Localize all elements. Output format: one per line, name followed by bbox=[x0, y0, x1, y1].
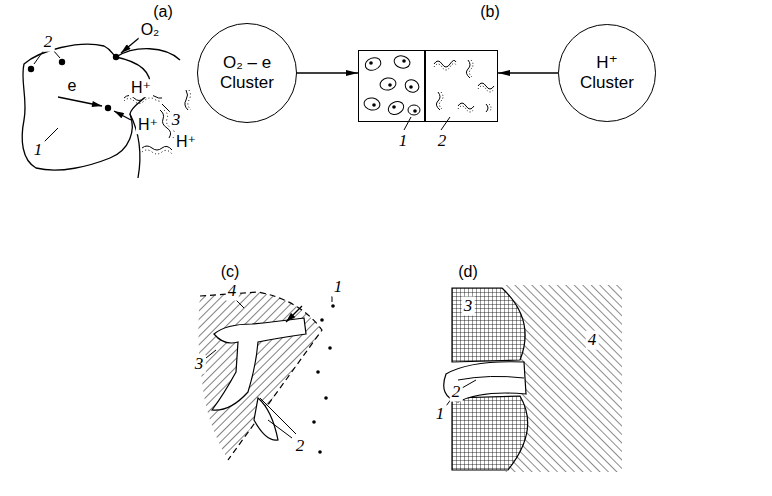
panel-label: (a) bbox=[151, 3, 175, 21]
callout-number: 1 bbox=[397, 131, 410, 151]
species-label: O₂ bbox=[139, 21, 162, 39]
callout-number: 2 bbox=[436, 131, 449, 151]
pore-arrow bbox=[286, 306, 302, 322]
electrode-section: 1 bbox=[358, 50, 425, 122]
callout-number: 1 bbox=[434, 405, 447, 424]
callout-number: 4 bbox=[586, 331, 599, 350]
panel-b-figure bbox=[363, 54, 494, 130]
pore-channel bbox=[444, 362, 526, 402]
node-label: O₂ – e Cluster bbox=[210, 53, 284, 92]
panel-label: (c) bbox=[219, 263, 242, 281]
leader-lines bbox=[446, 380, 476, 406]
grid-region bbox=[452, 288, 525, 362]
ionomer-boundary bbox=[116, 49, 180, 60]
callout-number: 2 bbox=[294, 437, 307, 456]
panel-c-figure bbox=[198, 292, 334, 460]
callout-number: 1 bbox=[332, 278, 345, 297]
grid-region bbox=[452, 396, 528, 470]
callout-number: 3 bbox=[193, 355, 206, 374]
particles bbox=[312, 304, 335, 454]
oxygen-arrow bbox=[121, 38, 139, 53]
polymer-strands bbox=[124, 90, 191, 154]
callout-number: 2 bbox=[450, 383, 463, 402]
leader-lines bbox=[34, 50, 170, 142]
leader-line bbox=[404, 117, 411, 130]
connector-arrow bbox=[297, 72, 358, 73]
callout-number: 1 bbox=[32, 141, 45, 160]
panel-label: (d) bbox=[456, 263, 480, 281]
species-label: H⁺ bbox=[174, 133, 198, 151]
channel-line bbox=[458, 376, 524, 380]
connector-arrow bbox=[498, 72, 558, 73]
ionomer-strands bbox=[434, 60, 494, 112]
species-label: e bbox=[66, 77, 79, 95]
callout-number: 3 bbox=[170, 111, 183, 130]
callout-number: 2 bbox=[42, 33, 55, 52]
catalyst-dots bbox=[28, 54, 119, 111]
panel-label: (b) bbox=[478, 3, 502, 21]
leader-lines bbox=[206, 296, 332, 438]
electrode-section: 2 bbox=[425, 50, 498, 122]
panel-a-figure bbox=[22, 38, 191, 178]
species-label: H⁺ bbox=[136, 116, 160, 134]
hatched-layer bbox=[198, 292, 322, 460]
node-label: H⁺ Cluster bbox=[570, 53, 644, 92]
proton-arrow bbox=[114, 111, 131, 120]
pore bbox=[212, 318, 306, 410]
species-label: H⁺ bbox=[129, 79, 153, 97]
callout-number: 4 bbox=[226, 282, 239, 301]
ionomer-boundary bbox=[130, 114, 140, 178]
cluster-circle: H⁺ Cluster bbox=[558, 24, 656, 122]
electron-arrow bbox=[58, 97, 102, 106]
cluster-circle: O₂ – e Cluster bbox=[197, 23, 297, 123]
leader-line bbox=[441, 117, 450, 130]
panel-d-figure bbox=[444, 285, 622, 472]
carbon-particle bbox=[22, 44, 150, 170]
layer-boundary bbox=[200, 292, 322, 460]
callout-number: 3 bbox=[462, 297, 475, 316]
catalyst-grains bbox=[363, 54, 421, 117]
